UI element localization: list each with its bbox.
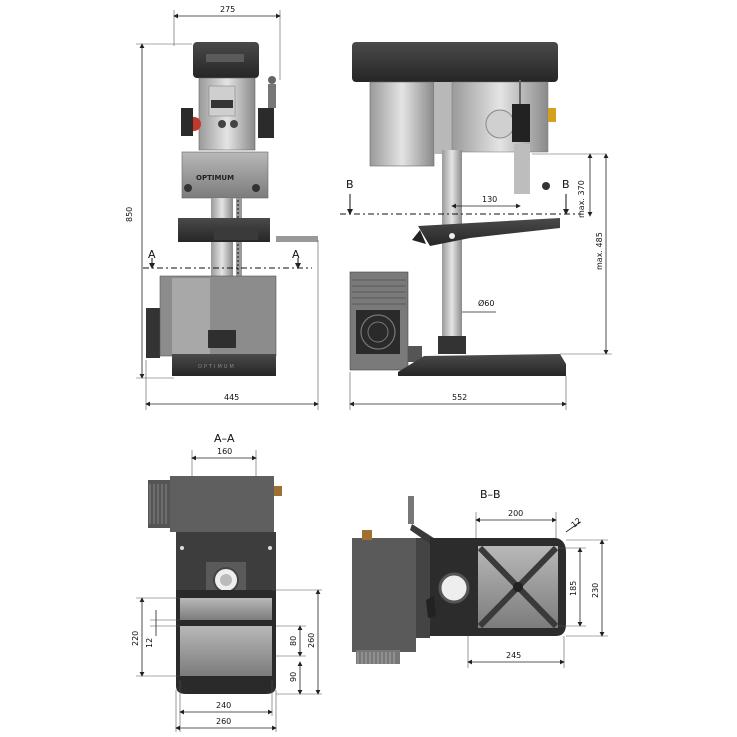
section-b-left: B [346, 178, 354, 191]
dim-depth-side: 552 [452, 393, 467, 402]
section-bb-view: B–B 200 12 [352, 488, 608, 668]
dim-aa-260v: 260 [307, 633, 316, 648]
dim-aa-160: 160 [217, 447, 232, 456]
dim-bb-200: 200 [508, 509, 523, 518]
dim-bb-230: 230 [591, 583, 600, 598]
dim-aa-80: 80 [289, 636, 298, 646]
dim-depth-front: 445 [224, 393, 239, 402]
side-base [398, 354, 566, 376]
dim-aa-12: 12 [145, 638, 154, 648]
dim-column-dia: Ø60 [478, 298, 494, 308]
bb-column-hole [438, 572, 470, 604]
section-a-left: A [148, 248, 156, 261]
dim-max-370: max. 370 [577, 180, 586, 218]
dim-aa-240: 240 [216, 701, 231, 710]
dim-max-485: max. 485 [595, 232, 604, 270]
side-motor [369, 81, 435, 167]
base-brand: OPTIMUM [198, 364, 236, 370]
bb-handle [408, 496, 414, 524]
front-view: 275 850 OPTIMUM A A [125, 5, 319, 410]
dim-height-total: 850 [125, 207, 134, 222]
dim-aa-260h: 260 [216, 717, 231, 726]
dim-bb-185: 185 [569, 581, 578, 596]
aa-slot-plate-1 [180, 598, 272, 620]
feed-handle [268, 84, 276, 108]
side-column [442, 150, 462, 336]
dim-width-top: 275 [220, 5, 235, 14]
dim-spindle-offset: 130 [482, 195, 497, 204]
base-plate [172, 354, 276, 376]
section-bb-title: B–B [480, 488, 501, 501]
section-aa-view: A–A 160 220 12 [131, 432, 322, 732]
dim-bb-12: 12 [570, 516, 584, 529]
dim-bb-245: 245 [506, 651, 521, 660]
side-view: B B 130 max. 370 max. 485 Ø60 [340, 42, 612, 410]
brand-label: OPTIMUM [196, 174, 234, 182]
section-aa-title: A–A [214, 432, 235, 445]
side-head-cap [352, 42, 558, 82]
dim-aa-220: 220 [131, 631, 140, 646]
section-b-right: B [562, 178, 570, 191]
section-a-right: A [292, 248, 300, 261]
aa-slot-plate-2 [180, 626, 272, 676]
side-table [418, 218, 560, 246]
dim-aa-90: 90 [289, 672, 298, 682]
fan-icon [360, 314, 396, 350]
bb-motor [352, 538, 416, 652]
aa-motor [170, 476, 274, 532]
